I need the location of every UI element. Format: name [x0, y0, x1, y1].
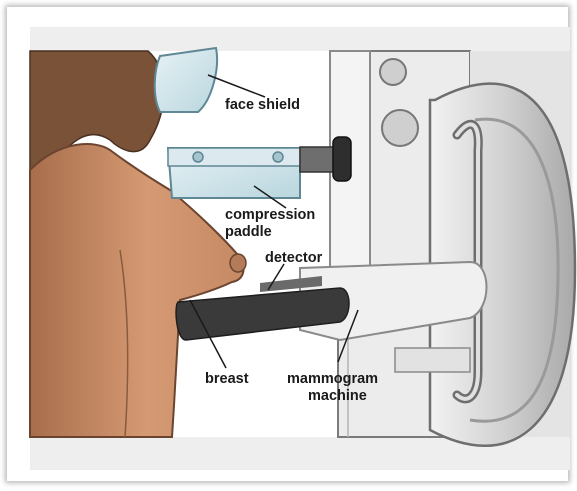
machine-knob-icon: [380, 59, 406, 85]
paddle-knob-icon: [333, 137, 351, 181]
face-shield: [155, 48, 217, 112]
label-detector: detector: [265, 250, 323, 266]
label-compression: compression: [225, 207, 315, 223]
label-breast: breast: [205, 371, 249, 387]
label-face-shield: face shield: [225, 97, 300, 113]
label-paddle: paddle: [225, 224, 272, 240]
leader-face-shield: [208, 75, 265, 97]
label-machine: machine: [308, 388, 367, 404]
nipple: [230, 254, 246, 272]
label-mammogram: mammogram: [287, 371, 378, 387]
compression-paddle: [168, 137, 351, 198]
machine-knob-icon: [382, 110, 418, 146]
